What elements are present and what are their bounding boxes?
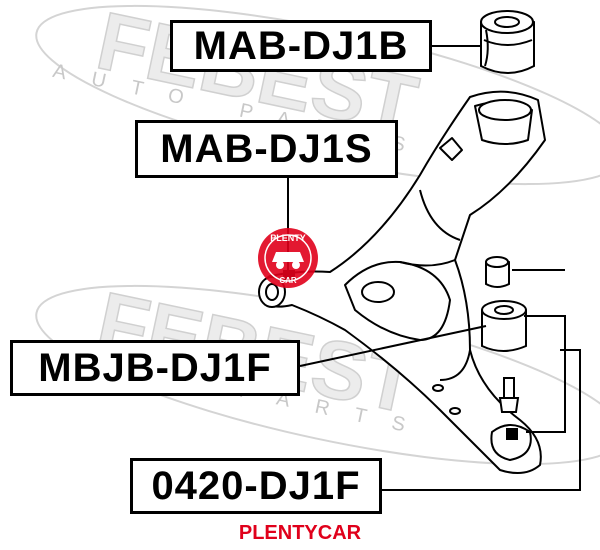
stamp-top-text: PLENTY bbox=[270, 233, 306, 243]
part-label-mab-dj1s[interactable]: MAB-DJ1S bbox=[135, 120, 398, 178]
control-arm-drawing bbox=[258, 90, 546, 475]
part-code: MAB-DJ1B bbox=[193, 24, 409, 68]
part-label-mab-dj1b[interactable]: MAB-DJ1B bbox=[170, 20, 432, 72]
ball-joint-drawing bbox=[490, 377, 532, 462]
part-code: 0420-DJ1F bbox=[151, 464, 361, 508]
bushing-rear-drawing bbox=[481, 256, 527, 352]
brand-stamp: PLENTY CAR bbox=[258, 228, 318, 288]
part-label-0420-dj1f[interactable]: 0420-DJ1F bbox=[130, 458, 382, 514]
footer-brand-text: PLENTYCAR bbox=[238, 522, 362, 544]
leader-endpoint-marker bbox=[506, 428, 518, 440]
stamp-bottom-text: CAR bbox=[279, 276, 297, 285]
bushing-top-drawing bbox=[480, 10, 535, 74]
part-label-mbjb-dj1f[interactable]: MBJB-DJ1F bbox=[10, 340, 300, 396]
part-code: MBJB-DJ1F bbox=[38, 346, 272, 390]
leader-lines bbox=[287, 45, 581, 491]
part-code: MAB-DJ1S bbox=[160, 127, 373, 171]
